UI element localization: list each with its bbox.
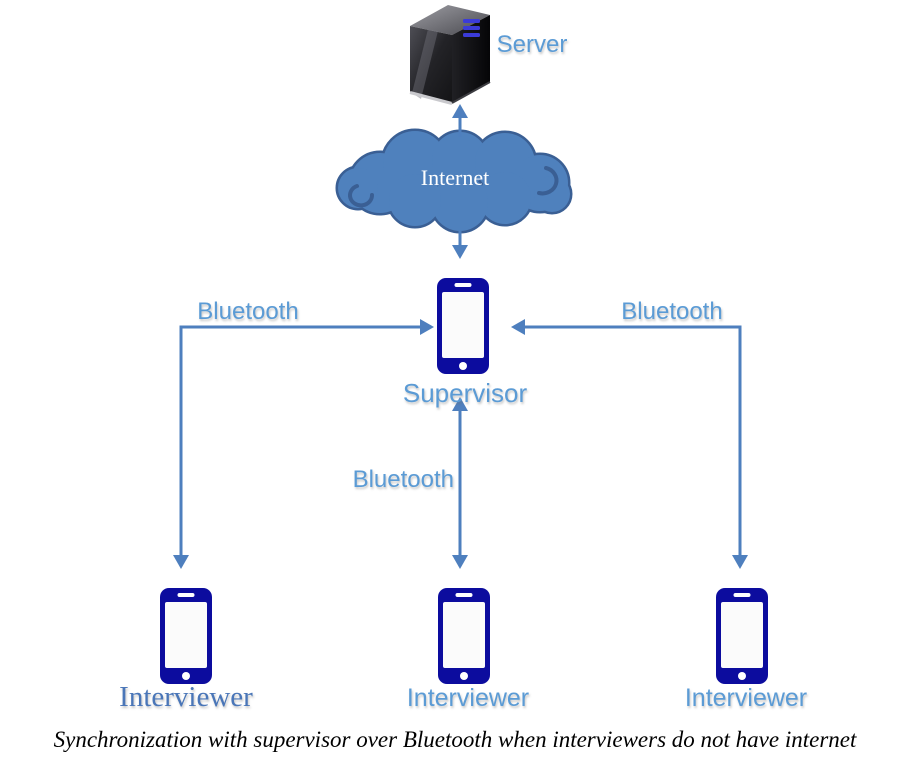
interviewer-right-node-label: Interviewer [684,684,808,712]
bluetooth-right-edge-label: Bluetooth [621,298,723,325]
interviewer-right-phone-icon [716,588,768,684]
bluetooth-middle-edge-label: Bluetooth [352,466,454,493]
diagram-caption: Synchronization with supervisor over Blu… [53,727,857,752]
phone-home-button [738,672,746,680]
phone-screen [442,292,484,358]
arrow-bluetooth-left [173,319,434,569]
phone-screen [721,602,763,668]
bluetooth-left-edge-label: Bluetooth [197,298,299,325]
phone-speaker [455,593,473,597]
phone-home-button [182,672,190,680]
interviewer-middle-phone-icon [438,588,490,684]
server-tower-icon [409,5,491,105]
internet-node-label: Internet [420,165,490,190]
phone-screen [443,602,485,668]
phone-speaker [177,593,195,597]
supervisor-phone-icon [437,278,489,374]
phone-home-button [460,672,468,680]
server-node-label: Server [496,31,568,58]
interviewer-left-node-label: Interviewer [119,681,253,713]
phone-home-button [459,362,467,370]
interviewer-middle-node-label: Interviewer [406,684,530,712]
phone-speaker [733,593,751,597]
phone-speaker [454,283,472,287]
internet-cloud-icon [335,128,573,234]
arrow-bluetooth-right [511,319,748,569]
arrow-bluetooth-middle [452,397,468,569]
supervisor-node-label: Supervisor [402,378,528,408]
interviewer-left-phone-icon [160,588,212,684]
phone-screen [165,602,207,668]
